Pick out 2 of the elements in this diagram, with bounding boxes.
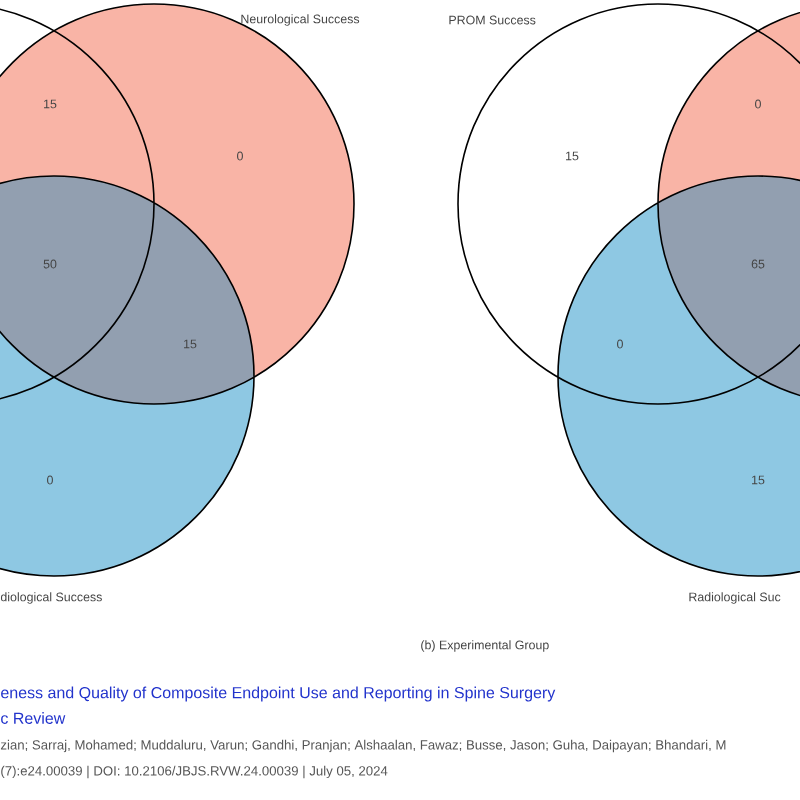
- article-type-link: c Review: [1, 712, 66, 724]
- article-title-link: eness and Quality of Composite Endpoint Use and Reporting in Spine Surgery: [1, 686, 556, 702]
